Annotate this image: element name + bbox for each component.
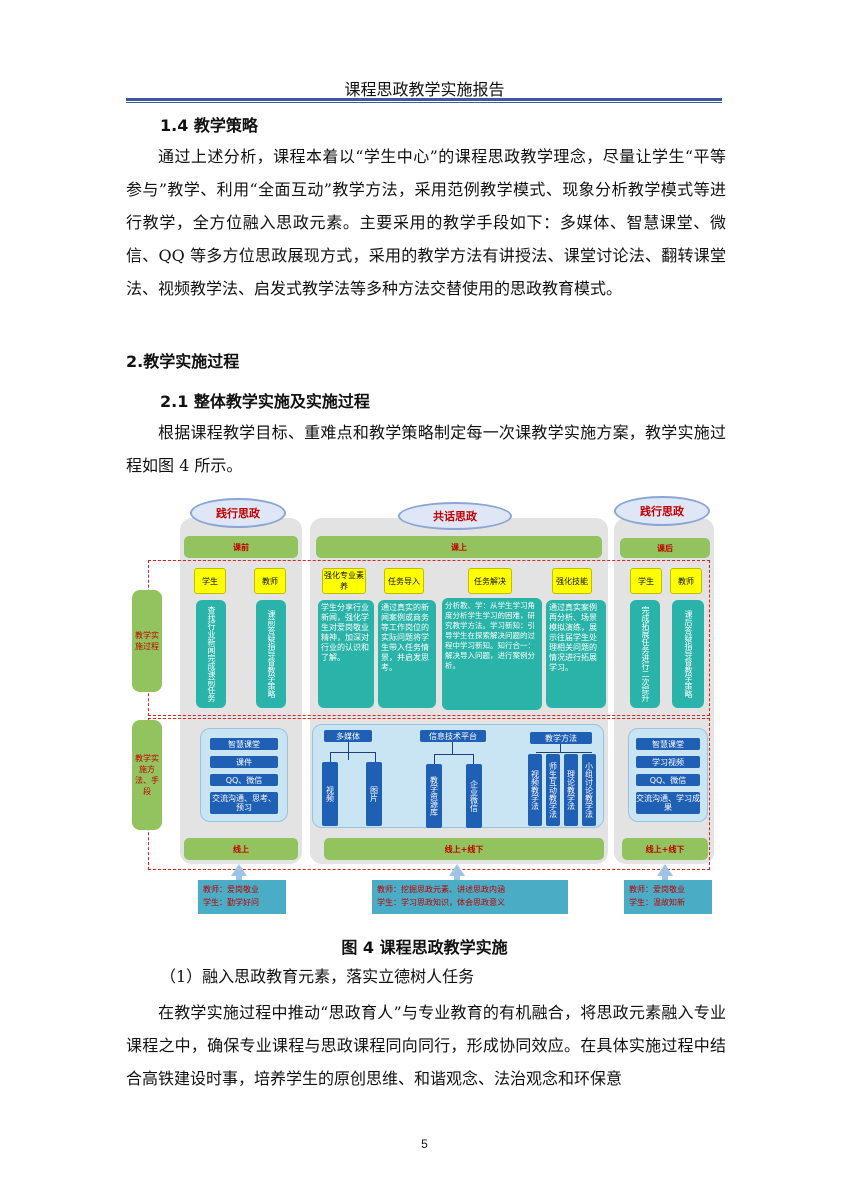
oval-practice-left: 践行思政 [190, 498, 286, 528]
section-heading-1-4: 1.4 教学策略 [160, 116, 258, 135]
detail-skill: 通过真实案例再分析、场景模拟演练，展示往届学生处理相关问题的情况进行拓展学习。 [546, 600, 606, 708]
tool-qq-wechat-right: QQ、微信 [636, 774, 700, 786]
phase-during: 课上 [316, 536, 602, 558]
paragraph-text: 在教学实施过程中推动“思政育人”与专业教育的有机融合，将思政元素融入专业课程之中… [126, 1003, 726, 1088]
connector [330, 752, 376, 753]
item-1-heading: （1）融入思政教育元素，落实立德树人任务 [160, 960, 726, 993]
method-interaction: 师生互动教学法 [546, 754, 560, 826]
paragraph-process: 根据课程教学目标、重难点和教学策略制定每一次课教学实施方案，教学实施过程如图 4… [126, 416, 726, 482]
footer-online-offline-right: 线上+线下 [622, 838, 708, 860]
header-rule [126, 98, 722, 101]
bottom-line: 学生：温故知新 [629, 898, 685, 907]
role-student-left: 学生 [194, 568, 226, 594]
bottom-box-center: 教师：挖掘思政元素、讲述思政内涵 学生：学习思政知识，体会思政意义 [372, 880, 568, 914]
side-label-process: 教学实施过程 [132, 590, 162, 692]
arrow-stem [662, 874, 668, 880]
arrow-up-right [657, 864, 673, 876]
connector [375, 752, 376, 762]
step-task-intro: 任务导入 [384, 568, 424, 594]
bottom-line: 学生：勤学好问 [203, 898, 259, 907]
group-it-platform: 信息技术平台 [420, 730, 486, 742]
connector [348, 742, 349, 760]
item-heading-text: （1）融入思政教育元素，落实立德树人任务 [160, 967, 475, 986]
bottom-line: 教师：爱岗敬业 [203, 885, 259, 894]
figure-caption: 图 4 课程思政教学实施 [341, 938, 508, 957]
platform-resource-lib: 教学资源库 [426, 764, 442, 828]
paragraph-item-1: 在教学实施过程中推动“思政育人”与专业教育的有机融合，将思政元素融入专业课程之中… [126, 996, 726, 1095]
detail-task-solve: 分析教、学：从学生学习角度分析学生学习的困难，研究教学方法。学习新知：引导学生在… [442, 598, 542, 710]
paragraph-text: 根据课程教学目标、重难点和教学策略制定每一次课教学实施方案，教学实施过程如图 4… [126, 423, 726, 475]
tool-courseware-left: 课件 [210, 756, 278, 768]
bottom-line: 教师：爱岗敬业 [629, 885, 685, 894]
tool-qq-wechat-left: QQ、微信 [210, 774, 278, 786]
tool-communicate-right: 交流沟通、学习成果 [636, 792, 700, 814]
arrow-up-left [231, 864, 247, 876]
media-video: 视频 [322, 762, 338, 826]
phase-before: 课前 [184, 536, 298, 558]
page-number: 5 [421, 1137, 428, 1151]
footer-online: 线上 [184, 838, 298, 860]
tool-communicate-left: 交流沟通、思考、预习 [210, 792, 278, 814]
bottom-box-left: 教师：爱岗敬业 学生：勤学好问 [198, 880, 286, 914]
tool-smart-class-right: 智慧课堂 [636, 738, 700, 750]
header-rule-thin [126, 102, 722, 103]
task-student-left: 查找行业新闻完成课前任务 [196, 600, 226, 708]
bottom-box-right: 教师：爱岗敬业 学生：温故知新 [624, 880, 712, 914]
arrow-stem [236, 874, 242, 880]
figure-teaching-implementation: 践行思政 共话思政 践行思政 课前 课上 课后 教学实施过程 教学实施方法、手段… [128, 494, 720, 916]
side-label-methods: 教学实施方法、手段 [132, 720, 162, 830]
step-strengthen-skill: 强化技能 [552, 568, 592, 594]
oval-discuss-center: 共话思政 [398, 502, 512, 530]
step-task-solve: 任务解决 [468, 568, 512, 594]
bottom-line: 教师：挖掘思政元素、讲述思政内涵 [377, 885, 505, 894]
task-student-right: 完成拓展任务进行二次提升 [630, 600, 660, 708]
step-strengthen-literacy: 强化专业素养 [322, 568, 366, 594]
media-image: 图片 [366, 762, 382, 826]
connector [560, 744, 561, 752]
connector [536, 752, 592, 753]
task-teacher-right: 课后答疑指导督教学策略 [672, 600, 704, 708]
role-student-right: 学生 [630, 568, 662, 594]
oval-practice-right: 践行思政 [614, 496, 710, 526]
method-theory: 理论教学法 [564, 754, 578, 826]
header-title: 课程思政教学实施报告 [344, 80, 505, 99]
role-teacher-left: 教师 [254, 568, 286, 594]
section-heading-2: 2.教学实施过程 [126, 352, 240, 371]
method-group-discussion: 小组讨论教学法 [582, 754, 596, 826]
arrow-stem [454, 874, 460, 880]
tool-study-video: 学习视频 [636, 756, 700, 768]
detail-task-intro: 通过真实的新闻案例或商务等工作岗位的实际问题将学生带入任务情景，并启发思考。 [378, 600, 436, 708]
connector [434, 754, 474, 755]
arrow-up-center [449, 864, 465, 876]
role-teacher-right: 教师 [670, 568, 702, 594]
section-heading-2-1: 2.1 整体教学实施及实施过程 [160, 392, 370, 411]
detail-literacy: 学生分享行业新闻，强化学生对爱岗敬业精神，加深对行业的认识和了解。 [318, 600, 374, 708]
connector [473, 754, 474, 764]
group-teaching-methods: 教学方法 [530, 732, 592, 744]
connector [452, 742, 453, 754]
connector [330, 752, 331, 762]
platform-wecom: 企业微信 [466, 764, 482, 828]
group-multimedia: 多媒体 [324, 730, 372, 742]
method-video: 视频教学法 [528, 754, 542, 826]
bottom-line: 学生：学习思政知识，体会思政意义 [377, 898, 505, 907]
connector [434, 754, 435, 764]
task-teacher-left: 课前答疑指导督教学策略 [256, 600, 286, 708]
footer-online-offline-center: 线上+线下 [324, 838, 604, 860]
tool-smart-class-left: 智慧课堂 [210, 738, 278, 750]
paragraph-strategy: 通过上述分析，课程本着以“学生中心”的课程思政教学理念，尽量让学生“平等参与”教… [126, 140, 726, 305]
phase-after: 课后 [620, 538, 710, 558]
paragraph-text: 通过上述分析，课程本着以“学生中心”的课程思政教学理念，尽量让学生“平等参与”教… [126, 147, 726, 298]
